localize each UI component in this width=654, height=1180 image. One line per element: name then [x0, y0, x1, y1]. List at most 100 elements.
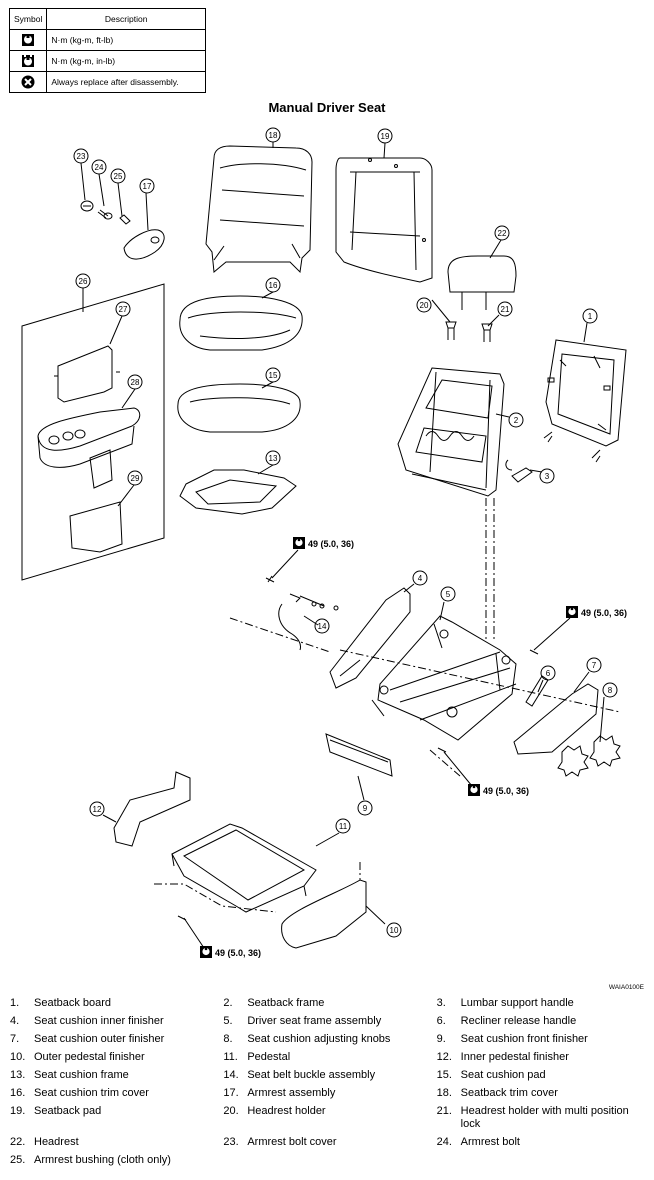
legend-item: 7.Seat cushion outer finisher: [10, 1033, 223, 1046]
outer-pedestal-finisher: [281, 879, 367, 949]
legend-text: Pedestal: [247, 1051, 291, 1063]
legend-number: 8.: [223, 1033, 233, 1045]
seatback-trim-cover: [205, 145, 313, 274]
armrest-box: [21, 283, 165, 581]
symbol-cell: [8, 71, 48, 93]
callout-label: 7: [592, 661, 597, 670]
seatback-frame: [397, 367, 505, 497]
legend-item: 12. Inner pedestal finisher: [437, 1051, 650, 1064]
legend-text: Inner pedestal finisher: [460, 1051, 569, 1063]
legend-item: 16.Seat cushion trim cover: [10, 1087, 223, 1100]
figure-code: WAIA0100E: [608, 984, 644, 991]
legend-row: 10.Outer pedestal finisher 11. Pedestal 1…: [10, 1051, 650, 1064]
legend-number: 25.: [10, 1154, 26, 1166]
callout-label: 12: [93, 805, 102, 814]
legend-text: Recliner release handle: [460, 1015, 577, 1027]
legend-number: 7.: [10, 1033, 20, 1045]
legend-row: 13.Seat cushion frame 14.Seat belt buckl…: [10, 1069, 650, 1082]
legend-text: Armrest bolt cover: [247, 1136, 337, 1148]
legend-number: 16.: [10, 1087, 26, 1099]
callout-label: 16: [269, 281, 278, 290]
callout-label: 25: [114, 172, 123, 181]
legend-number: 4.: [10, 1015, 20, 1027]
callout-label: 26: [79, 277, 88, 286]
driver-seat-frame: [371, 615, 517, 741]
diagram-title: Manual Driver Seat: [268, 100, 386, 115]
callout-label: 14: [318, 622, 327, 631]
seat-cushion-inner-finisher: [329, 587, 411, 689]
legend-text: Armrest assembly: [247, 1087, 336, 1099]
legend-row: 25. Armrest bushing (cloth only): [10, 1154, 650, 1167]
legend-item: 14.Seat belt buckle assembly: [223, 1069, 436, 1082]
legend-row: 7.Seat cushion outer finisher 8. Seat cus…: [10, 1033, 650, 1046]
legend-item: 4.Seat cushion inner finisher: [10, 1015, 223, 1028]
legend-number: 11.: [223, 1051, 238, 1063]
legend-text: Seatback frame: [247, 997, 325, 1009]
exploded-diagram: 49 (5.0, 36) 49 (5.0, 36) 49 (5.0, 36) 4…: [21, 127, 627, 959]
legend-row: 22.Headrest 23.Armrest bolt cover 24.Arm…: [10, 1136, 650, 1149]
legend-number: 1.: [10, 997, 20, 1009]
legend-text: Seat cushion front finisher: [460, 1033, 588, 1045]
legend-item: 24.Armrest bolt: [437, 1136, 650, 1149]
callout-label: 9: [363, 804, 368, 813]
legend-item: 23.Armrest bolt cover: [223, 1136, 436, 1149]
legend-item: 21.Headrest holder with multi position l…: [437, 1105, 650, 1131]
lumbar-handle: [505, 459, 533, 483]
legend-item: 25. Armrest bushing (cloth only): [10, 1154, 410, 1167]
callout-label: 8: [608, 686, 613, 695]
legend-item: 3. Lumbar support handle: [437, 997, 650, 1010]
callout-label: 24: [95, 163, 104, 172]
legend-item: 15.Seat cushion pad: [437, 1069, 650, 1082]
legend-number: 3.: [436, 997, 446, 1009]
legend-text: Armrest bolt: [460, 1136, 520, 1148]
callout-label: 23: [77, 152, 86, 161]
seat-cushion-outer-finisher: [513, 683, 599, 755]
legend-number: 12.: [436, 1051, 452, 1063]
callout-label: 21: [501, 305, 510, 314]
legend-number: 19.: [10, 1105, 26, 1117]
legend-item: 13.Seat cushion frame: [10, 1069, 223, 1082]
legend-row: 19. Seatback pad 20. Headrest holder 21.He…: [10, 1105, 650, 1131]
legend-text: Seat cushion adjusting knobs: [247, 1033, 391, 1045]
legend-number: 5.: [223, 1015, 233, 1027]
callout-label: 22: [498, 229, 507, 238]
seat-cushion-pad: [177, 383, 301, 433]
callout-label: 10: [390, 926, 399, 935]
legend-number: 15.: [436, 1069, 452, 1081]
legend-text: Seat belt buckle assembly: [247, 1069, 376, 1081]
legend-text: Seatback pad: [34, 1105, 102, 1117]
legend-number: 20.: [223, 1105, 239, 1117]
callout-label: 1: [588, 312, 593, 321]
guide-lines: [154, 498, 621, 913]
inner-pedestal-finisher: [113, 771, 191, 847]
seat-cushion-front-finisher: [325, 733, 393, 777]
callout-label: 11: [339, 822, 348, 831]
legend-text: Outer pedestal finisher: [34, 1051, 145, 1063]
headrest-assembly: [445, 255, 517, 342]
legend-item: 5.Driver seat frame assembly: [223, 1015, 436, 1028]
callout-label: 5: [446, 590, 451, 599]
legend-text: Lumbar support handle: [460, 997, 574, 1009]
symbol-table: Symbol Description N·m (kg-m, ft-lb) N·m…: [8, 8, 206, 93]
leader-lines: [80, 142, 605, 925]
legend-text: Armrest bushing (cloth only): [34, 1154, 171, 1166]
legend-text: Seatback board: [34, 997, 112, 1009]
legend-row: 16.Seat cushion trim cover 17.Armrest as…: [10, 1087, 650, 1100]
legend-item: 10.Outer pedestal finisher: [10, 1051, 223, 1064]
callout-label: 17: [143, 182, 152, 191]
legend-number: 18.: [436, 1087, 452, 1099]
callout-label: 28: [131, 378, 140, 387]
torque-value: 49 (5.0, 36): [308, 539, 354, 549]
legend-text: Headrest: [34, 1136, 79, 1148]
legend-item: 1. Seatback board: [10, 997, 223, 1010]
legend-text: Headrest holder: [247, 1105, 326, 1117]
seat-cushion-adjusting-knobs: [557, 735, 621, 777]
legend-item: 22.Headrest: [10, 1136, 223, 1149]
torque-nm-inlb-icon: [22, 55, 35, 67]
symbol-cell: [8, 29, 48, 51]
legend-text: Seatback trim cover: [460, 1087, 558, 1099]
legend-item: 8. Seat cushion adjusting knobs: [223, 1033, 436, 1046]
callout-label: 6: [546, 669, 551, 678]
legend-number: 9.: [436, 1033, 446, 1045]
callout-labels: 1 2 3 4 5 6 7 8 9 10 11 12 13 14 15 16 1…: [77, 131, 613, 935]
